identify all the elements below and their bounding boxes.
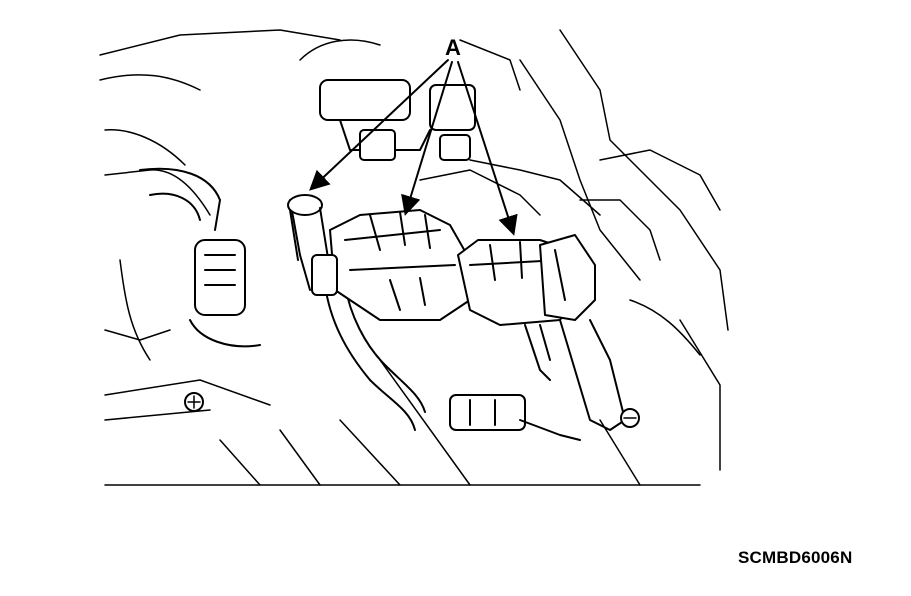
wiring-harness (287, 194, 426, 431)
background-structure (99, 29, 729, 486)
callout-label-a: A (445, 35, 461, 60)
callout-arrows (309, 59, 518, 236)
figure-code: SCMBD6006N (738, 548, 853, 567)
center-connector (311, 209, 471, 321)
upper-bracket (319, 79, 476, 161)
right-connector (457, 234, 626, 431)
left-grommet (139, 167, 261, 412)
lower-connector (449, 394, 640, 441)
